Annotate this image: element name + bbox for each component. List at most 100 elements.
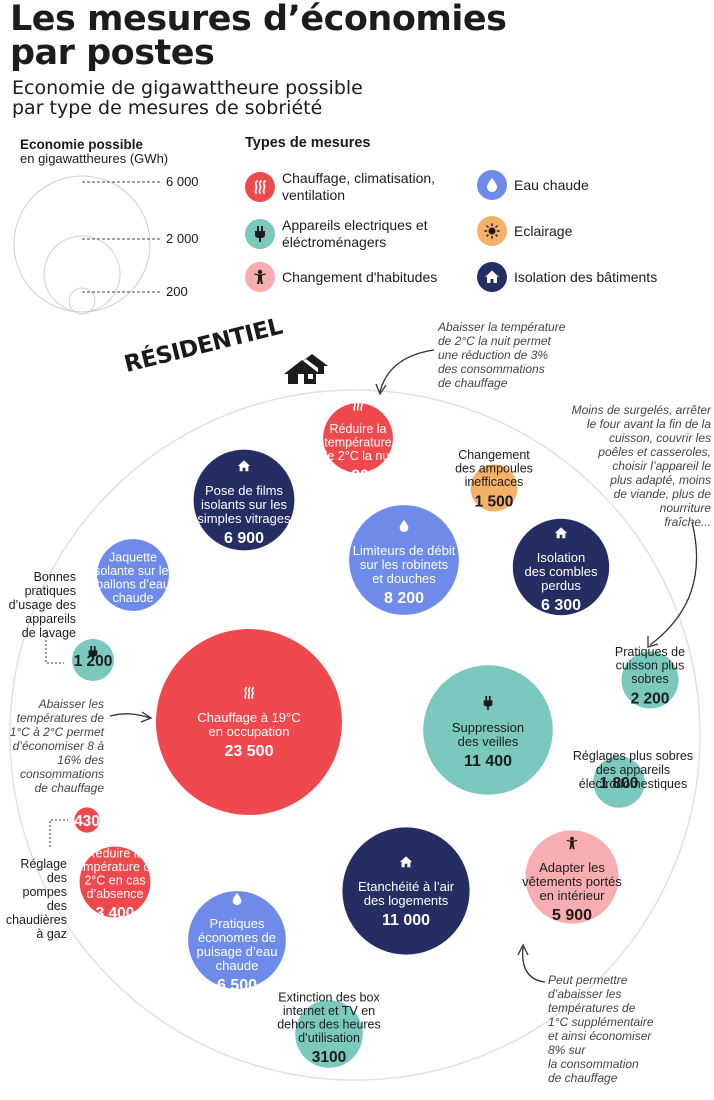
- size-legend-circle-2000: [43, 235, 121, 313]
- size-legend-title: Economie possible: [20, 137, 144, 152]
- bubble-label-4-1: des combles: [525, 564, 598, 579]
- bubble-value-16: 3100: [312, 1049, 346, 1066]
- bubble-value-13: 11 000: [382, 912, 430, 929]
- bubble-label-12-0: Réduire la: [87, 846, 144, 860]
- bubble-6: 1 200: [72, 639, 114, 681]
- annotation-reglage-pompes: Réglage des pompes des chaudières à gaz: [5, 857, 67, 941]
- bubble-circle-7: [156, 629, 342, 815]
- bubble-circle-4: [512, 518, 610, 616]
- legend-item-eclairage: Eclairage: [477, 216, 572, 246]
- water-drop-icon: [399, 519, 409, 533]
- legend-label-eau: Eau chaude: [514, 176, 589, 193]
- bubble-label-5-3: chaude: [112, 591, 153, 605]
- annotation-abaisser: Abaisser les températures de 1°C à 2°C p…: [9, 697, 104, 795]
- legend-label-isolation: Isolation des bâtiments: [514, 268, 658, 285]
- bubble-circle-8: [423, 665, 553, 795]
- label-reglages-electrodomestiques: Réglages plus sobres des appareils élect…: [572, 749, 694, 791]
- heat-icon: [245, 172, 275, 202]
- bubble-label-9-1: cuisson plus: [616, 659, 685, 673]
- page-title: Les mesures d’économies par postes: [10, 2, 507, 71]
- bubble-label-14-2: en intérieur: [539, 888, 605, 903]
- bubble-label-9-2: sobres: [631, 672, 669, 686]
- arrow-head-four: [375, 383, 387, 396]
- bubble-value-7: 23 500: [225, 743, 274, 760]
- subtitle-line-2: par type de mesures de sobriété: [12, 97, 323, 119]
- bubble-label-12-2: 2°C en cas: [84, 873, 145, 887]
- bubble-label-14-0: Adapter les: [539, 860, 605, 875]
- person-icon: [245, 262, 275, 292]
- bubble-label-16-1: internet et TV en: [283, 1004, 375, 1018]
- bubble-label-8-1: des veilles: [458, 734, 519, 749]
- bubble-circle-15: [188, 891, 286, 989]
- bubble-circle-14: [525, 830, 619, 924]
- bubble-label-3-1: sur les robinets: [360, 557, 449, 572]
- bubble-label-15-1: économes de: [198, 930, 276, 945]
- types-legend-title: Types de mesures: [245, 135, 371, 151]
- connector-reglage: [49, 819, 68, 847]
- bubble-label-0-1: température: [324, 436, 391, 450]
- bubble-label-16-3: d’utilisation: [298, 1031, 360, 1045]
- bubble-label-3-0: Limiteurs de débit: [353, 543, 456, 558]
- annotation-connectors: [109, 349, 698, 983]
- bubble-label-7-0: Chauffage à 19°C: [197, 710, 300, 725]
- dotted-connectors: [45, 632, 68, 847]
- arrow-cuisson: [649, 521, 698, 646]
- legend-item-isolation: Isolation des bâtiments: [477, 262, 657, 292]
- bubble-label-16-2: dehors des heures: [277, 1017, 381, 1031]
- arrow-four: [379, 349, 435, 393]
- water-drop-icon: [232, 892, 242, 906]
- size-legend-circles: [13, 175, 162, 315]
- bubble-10: 1 800: [593, 756, 645, 808]
- bubble-label-5-0: Jaquette: [109, 550, 157, 564]
- arrow-abaisser: [109, 713, 151, 719]
- arrow-vetements: [522, 946, 546, 983]
- bubble-value-0: 3 300: [339, 467, 378, 484]
- bubble-circle-3: [349, 505, 459, 615]
- bubble-label-13-1: des logements: [364, 893, 449, 908]
- annotation-vetements: Peut permettre d’abaisser les températur…: [548, 973, 654, 1085]
- bubble-circle-11: [74, 807, 100, 833]
- legend-label-chauffage: Chauffage, climatisation, ventilation: [282, 170, 436, 203]
- bubble-label-4-2: perdus: [541, 578, 581, 593]
- bubble-circle-1: [470, 464, 518, 512]
- bubble-value-14: 5 900: [552, 907, 592, 924]
- bubble-label-12-1: température de: [73, 860, 158, 874]
- bubble-label-0-0: Réduire la: [330, 422, 387, 436]
- subtitle-line-1: Economie de gigawattheure possible: [12, 77, 363, 99]
- bubble-label-16-0: Extinction des box: [278, 990, 380, 1004]
- bubble-label-2-2: simples vitrages: [197, 511, 291, 526]
- bubble-value-6: 1 200: [74, 653, 113, 670]
- plug-icon: [245, 219, 275, 249]
- bubble-value-4: 6 300: [541, 597, 581, 614]
- arrow-head-abaisser: [140, 711, 153, 723]
- bubble-value-10: 1 800: [600, 775, 639, 792]
- bubble-label-9-0: Pratiques de: [615, 645, 685, 659]
- legend-label-appareils: Appareils electriques et éléctroménagers: [282, 217, 428, 250]
- legend-label-eclairage: Eclairage: [514, 222, 573, 239]
- bubble-value-3: 8 200: [384, 590, 424, 607]
- heat-icon: [353, 398, 364, 411]
- bubble-label-15-2: puisage d’eau: [197, 944, 278, 959]
- bubble-label-2-1: isolants sur les: [201, 497, 287, 512]
- bubble-label-5-1: isolante sur les: [91, 564, 174, 578]
- legend-item-appareils: Appareils electriques et éléctroménagers: [245, 217, 428, 251]
- size-legend-circle-200: [68, 287, 96, 315]
- bubble-value-2: 6 900: [224, 530, 264, 547]
- bubble-circle-12: [79, 846, 151, 918]
- bubble-label-15-0: Pratiques: [210, 916, 265, 931]
- annotation-four: Abaisser la température de 2°C la nuit p…: [438, 320, 566, 390]
- bubble-label-1-0: Changement: [458, 448, 530, 462]
